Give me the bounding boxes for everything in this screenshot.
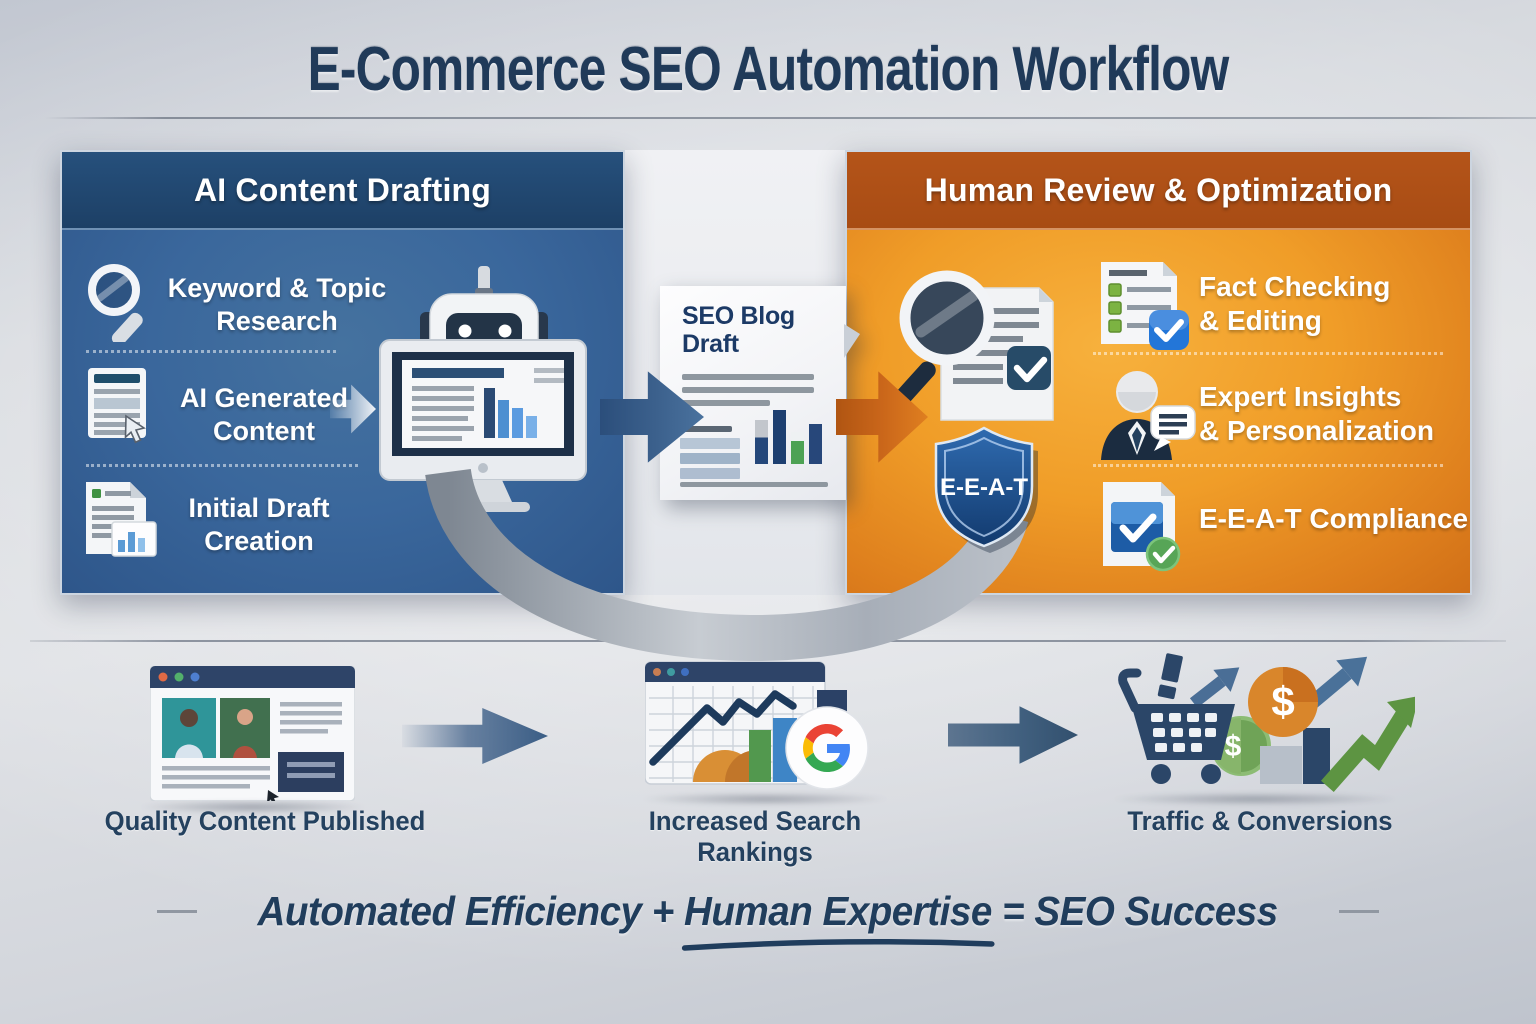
tagline-highlight: Human Expertise <box>681 888 995 951</box>
human-review-panel: Human Review & Optimization <box>845 150 1472 595</box>
checklist-check-icon <box>1101 262 1189 350</box>
chart-bar <box>809 424 822 464</box>
arrow-published-to-rankings <box>402 708 548 764</box>
document-cursor-icon <box>88 368 146 444</box>
step-label: Keyword & Topic Research <box>167 273 387 336</box>
up-arrow-large <box>1307 656 1368 709</box>
text-line <box>682 374 814 380</box>
cart-traffic-icon: $ $ <box>1118 653 1415 792</box>
chart-bar <box>791 432 804 464</box>
seo-blog-draft-document: SEO Blog Draft <box>660 286 860 500</box>
shadow <box>640 792 890 806</box>
dollar-sign: $ <box>1271 678 1294 725</box>
text-band <box>680 468 740 479</box>
google-g-logo <box>803 724 850 772</box>
shadow <box>1110 792 1400 806</box>
paper <box>660 286 846 500</box>
text-line <box>682 400 770 406</box>
text-line <box>682 387 814 393</box>
step-label: Fact Checking & Editing <box>1199 271 1391 337</box>
separator <box>1093 352 1443 355</box>
step-label: E-E-A-T Compliance <box>1199 503 1469 534</box>
separator <box>86 350 336 353</box>
left-panel-body: Keyword & Topic Research AI Generated Co… <box>62 230 623 593</box>
tagline-row: Automated Efficiency + Human Expertise =… <box>0 888 1536 951</box>
section-divider <box>30 640 1506 642</box>
right-panel-body: Fact Checking & Editing Expert Insights … <box>847 230 1470 593</box>
tagline: Automated Efficiency + Human Expertise =… <box>257 888 1279 951</box>
step-label: Initial Draft Creation <box>188 493 330 556</box>
growth-arrow-green <box>1321 696 1415 792</box>
search-rankings-chart-icon <box>645 661 869 790</box>
title-divider <box>45 117 1536 119</box>
desktop-monitor <box>379 339 587 512</box>
text-band <box>680 438 740 449</box>
chart-bar <box>773 410 786 464</box>
shield-label: E-E-A-T <box>940 474 1028 501</box>
arrow-rankings-to-traffic <box>948 706 1078 764</box>
right-panel-header: Human Review & Optimization <box>847 152 1470 230</box>
page-fold <box>844 324 860 358</box>
text-line <box>680 426 732 432</box>
green-bar <box>749 730 771 782</box>
robot-computer-icon <box>379 266 587 512</box>
step-label: Expert Insights & Personalization <box>1199 381 1434 447</box>
shadow <box>138 800 368 814</box>
shopping-cart <box>1118 653 1235 784</box>
up-arrow-small <box>1189 667 1240 708</box>
text-band <box>680 453 740 464</box>
tagline-post: = SEO Success <box>992 888 1279 934</box>
document-chart-icon <box>86 482 157 557</box>
result-label: Traffic & Conversions <box>1127 806 1393 836</box>
left-panel-header: AI Content Drafting <box>62 152 623 230</box>
result-label: Quality Content Published <box>104 806 426 836</box>
right-panel-title: Human Review & Optimization <box>924 171 1393 208</box>
ai-content-drafting-panel: AI Content Drafting Keyword & Topic Rese… <box>60 150 625 595</box>
tagline-right-rule <box>1338 910 1379 913</box>
document-title: SEO Blog Draft <box>682 302 795 358</box>
dollar-sign: $ <box>1225 730 1242 763</box>
tagline-pre: Automated Efficiency + <box>257 888 685 934</box>
separator <box>86 464 358 467</box>
separator <box>1093 464 1443 467</box>
text-line <box>680 482 828 487</box>
magnifier-document-icon <box>896 270 1054 421</box>
tagline-left-rule <box>157 910 198 913</box>
chart-bar <box>755 420 768 464</box>
gray-bar <box>1260 746 1302 784</box>
step-label: AI Generated Content <box>179 383 349 446</box>
published-webpage-icon <box>150 666 355 801</box>
eeat-shield-icon: E-E-A-T <box>934 426 1038 553</box>
compliance-check-icon <box>1103 482 1181 572</box>
magnifier-icon <box>88 264 143 342</box>
page-title: E-Commerce SEO Automation Workflow <box>307 35 1230 104</box>
underline-swoosh <box>681 939 995 951</box>
trend-line <box>649 690 797 766</box>
result-label: Increased Search Rankings <box>648 806 862 867</box>
left-panel-title: AI Content Drafting <box>193 171 492 208</box>
navy-bar <box>1303 728 1330 784</box>
expert-person-icon <box>1101 371 1196 460</box>
